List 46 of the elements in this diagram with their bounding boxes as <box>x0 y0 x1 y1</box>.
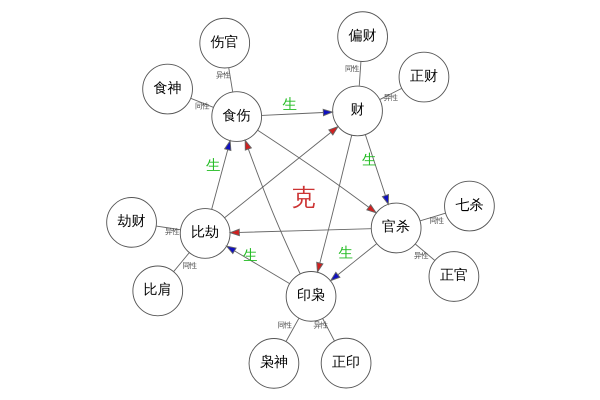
arrow <box>228 228 372 236</box>
label: 克 <box>290 183 315 212</box>
edge-label: 异性 <box>215 70 230 80</box>
arrow <box>260 108 334 116</box>
edge-label: 生 <box>338 244 354 262</box>
node-circle: 正官 <box>428 251 479 302</box>
node-circle: 官杀 <box>370 202 421 254</box>
connector <box>155 226 180 230</box>
connector <box>228 67 233 92</box>
node-circle: 正印 <box>320 338 371 388</box>
edge-label: 生 <box>282 96 298 113</box>
node-circle: 偏财 <box>336 11 388 62</box>
arrow <box>316 134 352 274</box>
connector <box>190 98 214 108</box>
arrow <box>210 139 231 210</box>
arrow <box>364 134 388 206</box>
node-circle: 财 <box>332 86 382 136</box>
arrow <box>329 243 376 282</box>
node-circle: 七杀 <box>444 180 494 232</box>
connector <box>285 318 299 342</box>
edge-label: 异性 <box>164 226 179 236</box>
node-circle: 劫财 <box>106 197 156 248</box>
edge-label: 异性 <box>414 251 428 260</box>
edge-label: 生 <box>206 156 221 174</box>
node-circle: 正财 <box>398 52 449 102</box>
node-circle: 枭神 <box>248 338 299 389</box>
edge-label: 同性 <box>429 216 444 225</box>
connector <box>414 244 435 261</box>
node-circle: 食伤 <box>210 91 262 142</box>
edge-label: 同性 <box>277 320 292 330</box>
edge-label: 生 <box>242 247 258 264</box>
arrow <box>224 245 290 284</box>
node-circle: 食神 <box>142 64 192 114</box>
edge-label: 同性 <box>194 102 209 111</box>
node-circle: 印枭 <box>285 271 336 322</box>
node-circle: 比肩 <box>132 266 183 316</box>
node-circle: 比劫 <box>179 208 230 259</box>
edge-label: 同性 <box>182 261 196 270</box>
arrow <box>224 126 339 218</box>
connector <box>419 212 446 222</box>
arrow <box>256 130 377 214</box>
edge-label: 同性 <box>344 64 359 74</box>
node-circle: 伤官 <box>198 18 250 68</box>
connector <box>358 61 361 86</box>
connector <box>172 252 190 272</box>
arrow <box>244 139 300 274</box>
